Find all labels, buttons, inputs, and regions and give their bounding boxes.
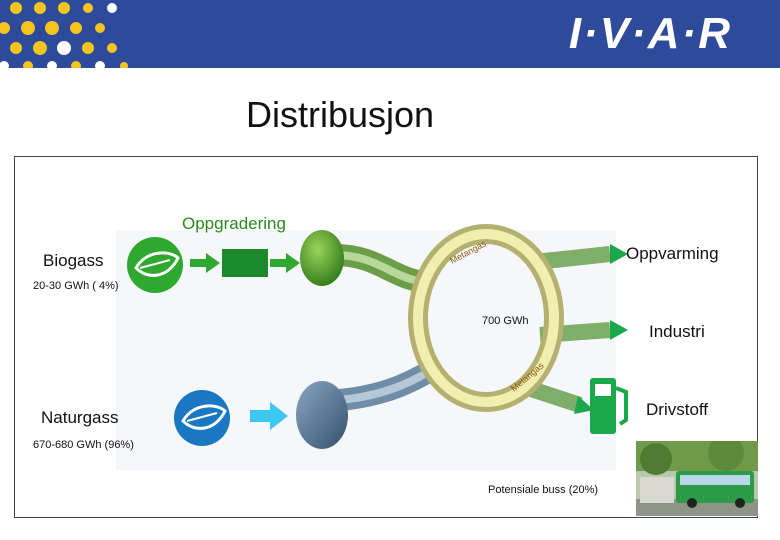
heating-label: Oppvarming	[626, 244, 719, 263]
page-title: Distribusjon	[246, 94, 435, 135]
diagram-frame	[14, 156, 758, 518]
natural-gas-label: Naturgass	[41, 408, 119, 427]
biogas-label: Biogass	[43, 251, 104, 270]
fuel-label: Drivstoff	[646, 400, 709, 419]
leaf-icon	[134, 251, 180, 277]
industry-label: Industri	[649, 322, 705, 341]
leaf-icon	[181, 404, 227, 430]
natural-gas-tank	[296, 381, 348, 449]
arrow-icon	[270, 402, 288, 430]
ring-amount: 700 GWh	[482, 315, 529, 327]
fuel-pump-icon	[590, 378, 628, 434]
natural-gas-amount: 670-680 GWh (96%)	[33, 439, 134, 451]
header-bar: I·V·A·R	[0, 0, 780, 68]
bus-caption: Potensiale buss (20%)	[488, 484, 599, 496]
upgrade-label: Oppgradering	[182, 214, 286, 233]
upgrade-box	[222, 249, 268, 277]
bus-photo	[636, 441, 758, 516]
dot-pattern-icon	[0, 2, 128, 68]
biogas-amount: 20-30 GWh ( 4%)	[33, 280, 119, 292]
biogas-tank	[300, 230, 344, 286]
arrow-icon	[206, 253, 220, 273]
fuel-pipe	[525, 380, 583, 413]
arrow-icon	[286, 253, 300, 273]
ivar-logo: I·V·A·R	[568, 9, 732, 58]
